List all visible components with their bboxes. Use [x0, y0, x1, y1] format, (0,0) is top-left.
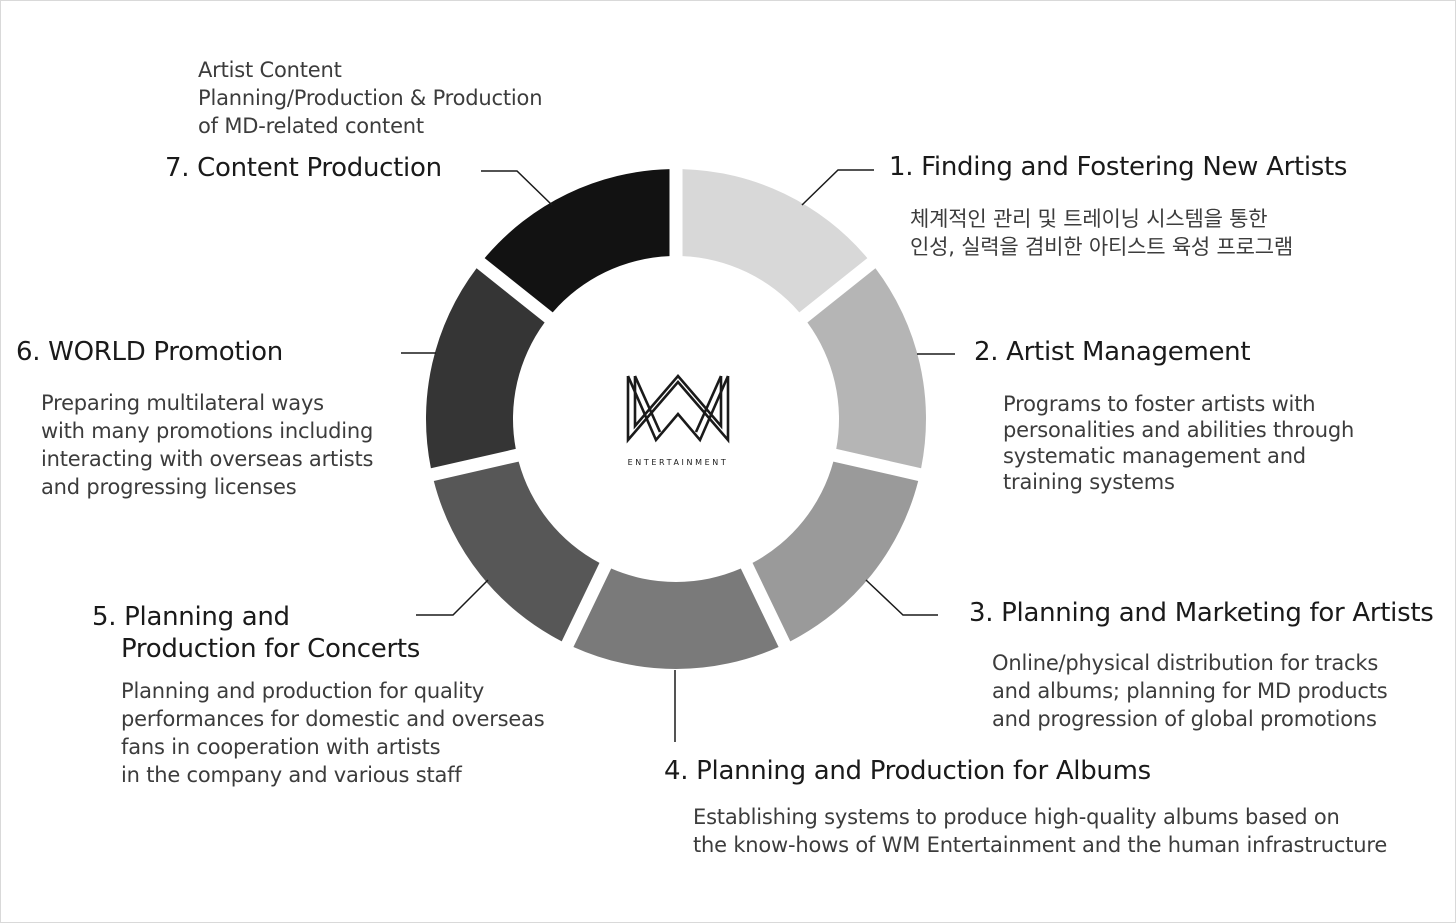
segment-2-label: 2. Artist Management — [974, 333, 1251, 371]
donut-segment-3 — [752, 461, 919, 642]
description-line: personalities and abilities through — [1003, 418, 1355, 442]
logo-caption: ENTERTAINMENT — [627, 458, 729, 467]
description-line: and progressing licenses — [41, 475, 297, 499]
segment-3-label: 3. Planning and Marketing for Artists — [969, 594, 1434, 632]
segment-6-label: 6. WORLD Promotion — [16, 333, 283, 371]
donut-segment-5 — [433, 461, 600, 642]
segment-7-description: Artist Content Planning/Production & Pro… — [198, 56, 543, 140]
segment-5-label: 5. Planning and Production for Concerts — [92, 600, 420, 664]
leader-line-1 — [801, 169, 874, 206]
segment-5-description: Planning and production for quality perf… — [121, 677, 545, 789]
donut-segment-6 — [425, 268, 545, 469]
segment-3-title: 3. Planning and Marketing for Artists — [969, 598, 1434, 628]
description-line: Preparing multilateral ways — [41, 391, 324, 415]
donut-segment-1 — [682, 169, 868, 313]
segment-3-description: Online/physical distribution for tracks … — [992, 649, 1388, 733]
segment-1-description: 체계적인 관리 및 트레이닝 시스템을 통한 인성, 실력을 겸비한 아티스트 … — [910, 205, 1293, 261]
segment-1-label: 1. Finding and Fostering New Artists — [889, 148, 1347, 186]
leader-line-7 — [481, 170, 553, 206]
description-line: 인성, 실력을 겸비한 아티스트 육성 프로그램 — [910, 235, 1294, 259]
wm-monogram-logo-icon — [626, 374, 730, 444]
description-line: and progression of global promotions — [992, 707, 1377, 731]
description-line: Online/physical distribution for tracks — [992, 651, 1379, 675]
segment-6-description: Preparing multilateral ways with many pr… — [41, 389, 373, 501]
description-line: with many promotions including — [41, 419, 374, 443]
description-line: in the company and various staff — [121, 763, 462, 787]
description-line: Planning/Production & Production — [198, 86, 543, 110]
segment-2-title: 2. Artist Management — [974, 337, 1251, 367]
description-line: the know-hows of WM Entertainment and th… — [693, 833, 1388, 857]
segment-4-label: 4. Planning and Production for Albums — [664, 752, 1151, 790]
segment-6-title: 6. WORLD Promotion — [16, 337, 283, 367]
donut-segment-2 — [807, 268, 926, 469]
description-line: 체계적인 관리 및 트레이닝 시스템을 통한 — [910, 207, 1268, 231]
wm-logo: ENTERTAINMENT — [616, 368, 740, 478]
segment-4-description: Establishing systems to produce high-qua… — [693, 803, 1387, 859]
description-line: training systems — [1003, 470, 1175, 494]
description-line: Establishing systems to produce high-qua… — [693, 805, 1340, 829]
donut-segment-7 — [484, 169, 670, 313]
description-line: and albums; planning for MD products — [992, 679, 1388, 703]
segment-1-title: 1. Finding and Fostering New Artists — [889, 152, 1348, 182]
description-line: of MD-related content — [198, 114, 424, 138]
leader-line-3 — [865, 579, 938, 616]
segment-4-title: 4. Planning and Production for Albums — [664, 756, 1151, 786]
segment-2-description: Programs to foster artists with personal… — [1003, 391, 1354, 495]
segment-5-title-line-1: 5. Planning and — [92, 602, 290, 632]
segment-7-title: 7. Content Production — [165, 153, 442, 183]
description-line: Artist Content — [198, 58, 342, 82]
description-line: fans in cooperation with artists — [121, 735, 441, 759]
description-line: interacting with overseas artists — [41, 447, 374, 471]
description-line: Planning and production for quality — [121, 679, 485, 703]
description-line: Programs to foster artists with — [1003, 392, 1316, 416]
description-line: systematic management and — [1003, 444, 1306, 468]
segment-7-label: 7. Content Production — [165, 149, 442, 187]
description-line: performances for domestic and overseas — [121, 707, 545, 731]
donut-segment-4 — [573, 568, 779, 669]
leader-line-5 — [416, 579, 489, 616]
segment-5-title-line-2: Production for Concerts — [121, 634, 420, 664]
